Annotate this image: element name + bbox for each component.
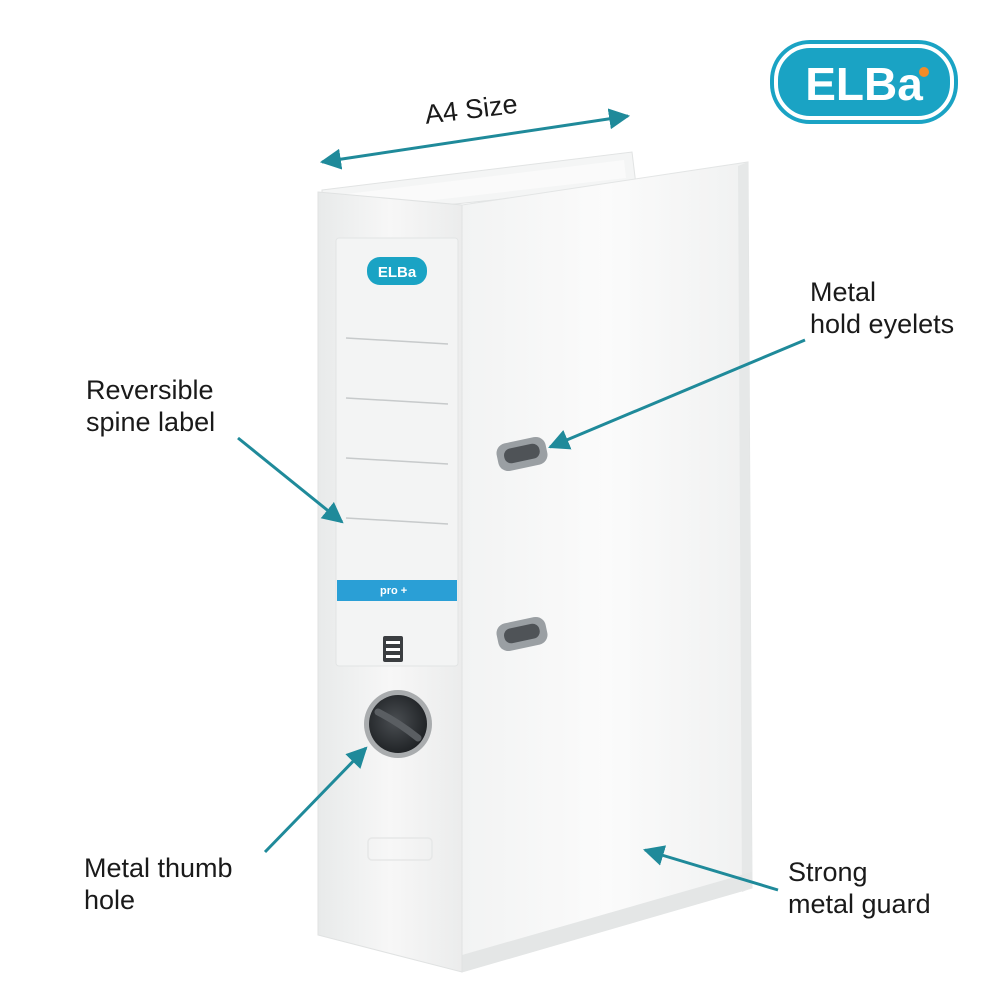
spine-label-callout-line-1: Reversible: [86, 375, 214, 405]
eyelets-callout-line-1: Metal: [810, 277, 877, 307]
guard-callout-line-1: Strong: [788, 857, 868, 887]
thumb-hole-callout: Metal thumb hole: [84, 852, 233, 916]
guard-callout-line-2: metal guard: [788, 889, 931, 919]
eyelets-callout: Metal hold eyelets: [810, 276, 954, 340]
binder-front-cover: [461, 161, 753, 973]
spine-label-callout-line-2: spine label: [86, 407, 216, 437]
thumb-hole: [364, 690, 432, 758]
guard-arrow: [642, 845, 779, 892]
binder-spine: [317, 191, 463, 973]
eyelet-bottom: [496, 616, 548, 652]
thumb-hole-arrow: [263, 746, 368, 854]
guard-callout: Strong metal guard: [788, 856, 931, 920]
spine-label-arrow: [237, 436, 344, 524]
eyelet-top: [496, 436, 548, 472]
spine-logo-text: ELBa: [378, 264, 417, 281]
spine-elba-logo: ELBa: [367, 257, 427, 285]
eyelets-arrow: [548, 338, 806, 450]
elba-logo-text: ELBa: [805, 58, 923, 110]
thumb-hole-callout-line-2: hole: [84, 885, 136, 915]
spine-band-text: pro +: [380, 585, 408, 597]
eyelets-callout-line-2: hold eyelets: [810, 309, 955, 339]
elba-logo: ELBa: [770, 40, 958, 124]
size-arrow: [319, 108, 631, 170]
spine-label-callout: Reversible spine label: [86, 374, 215, 438]
thumb-hole-callout-line-1: Metal thumb: [84, 853, 233, 883]
